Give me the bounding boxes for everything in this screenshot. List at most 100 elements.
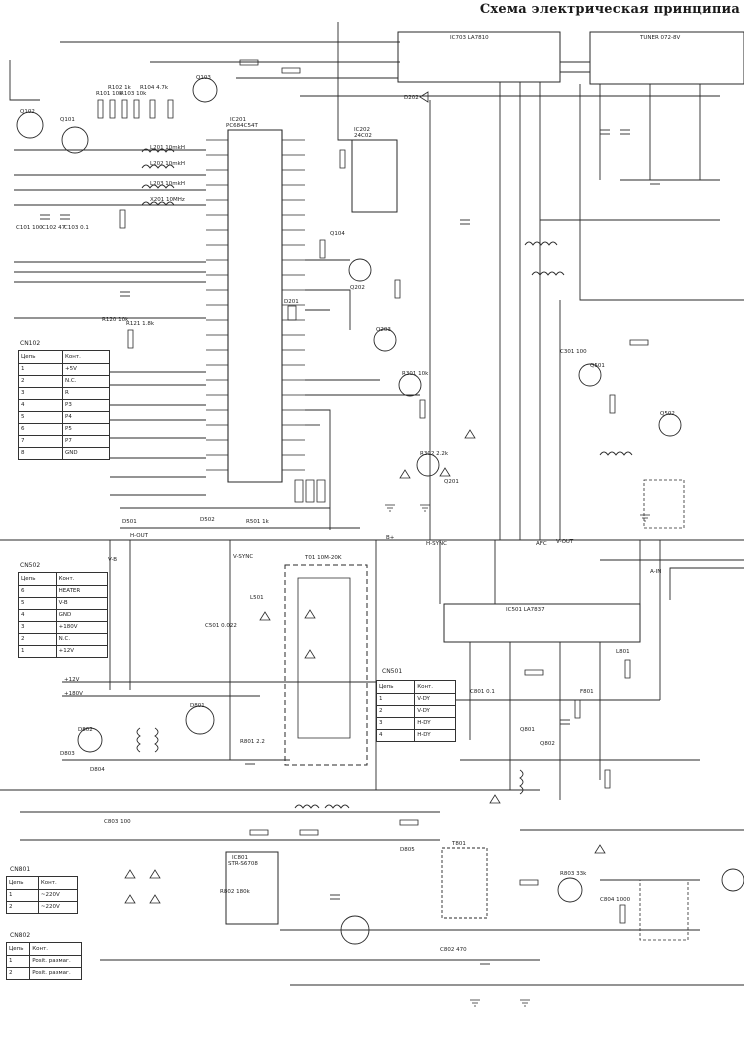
component-label: Q102 xyxy=(20,109,35,115)
cell: +12V xyxy=(55,645,109,658)
net-label-v-out: V-OUT xyxy=(556,539,574,545)
component-label: D803 xyxy=(60,751,75,757)
cell: 2 xyxy=(18,633,57,646)
cell: 7 xyxy=(18,435,63,448)
cell: P4 xyxy=(62,411,110,424)
component-label: X201 10MHz xyxy=(150,197,185,203)
table-row: 2~220V xyxy=(6,901,79,914)
component-label: C102 47 xyxy=(42,225,66,231)
cell: 2 xyxy=(375,705,416,718)
component-label: R801 2.2 xyxy=(240,739,265,745)
component-label: Q104 xyxy=(330,231,345,237)
cell: 4 xyxy=(18,399,63,412)
cell: GND xyxy=(62,447,110,460)
component-label: Q201 xyxy=(444,479,459,485)
cn502-header-net: Цепь xyxy=(18,572,57,586)
cell: HEATER xyxy=(55,585,109,598)
cn802-header-pin: Конт. xyxy=(29,942,82,956)
component-label: C803 100 xyxy=(104,819,131,825)
cn102-caption: CN102 xyxy=(20,340,41,347)
cell: 1 xyxy=(18,363,63,376)
component-label: C101 100 xyxy=(16,225,43,231)
cn801-caption: CN801 xyxy=(10,866,31,873)
cell: P3 xyxy=(62,399,110,412)
ic201-ref: IC201 xyxy=(230,117,246,123)
table-row: 1+12V xyxy=(18,645,109,658)
cell: 2 xyxy=(18,375,63,388)
table-row: 3+180V xyxy=(18,621,109,634)
component-label: D802 xyxy=(78,727,93,733)
cell: N.C. xyxy=(62,375,110,388)
cell: 1 xyxy=(6,889,39,902)
net-label-afc: AFC xyxy=(536,541,547,547)
component-label: R103 10k xyxy=(120,91,147,97)
net-label-v-sync: V-SYNC xyxy=(233,554,254,560)
cell: V-DY xyxy=(414,693,456,706)
cell: +5V xyxy=(62,363,110,376)
cell: 4 xyxy=(18,609,57,622)
cell: GND xyxy=(55,609,109,622)
fbt-label: T01 10M-20K xyxy=(305,555,342,561)
net-label-plus12: +12V xyxy=(64,677,80,683)
net-label-h-out: H-OUT xyxy=(130,533,148,539)
ic501-label: IC501 LA7837 xyxy=(506,607,545,613)
page-title: Схема электрическая принципиа xyxy=(479,2,740,17)
component-label: L501 xyxy=(250,595,264,601)
component-label: R102 1k xyxy=(108,85,131,91)
component-label: C301 100 xyxy=(560,349,587,355)
component-label: F801 xyxy=(580,689,594,695)
component-label: D801 xyxy=(190,703,205,709)
cell: H-DY xyxy=(414,717,456,730)
component-label: Q103 xyxy=(196,75,211,81)
table-row: 1+5V xyxy=(18,363,110,376)
net-label-b-plus: B+ xyxy=(386,535,395,541)
tuner-label: TUNER 072-8V xyxy=(640,35,681,41)
component-label: C801 0.1 xyxy=(470,689,495,695)
cell: H-DY xyxy=(414,729,456,742)
table-row: 1~220V xyxy=(6,889,79,902)
cell: 3 xyxy=(18,621,57,634)
component-label: R121 1.8k xyxy=(126,321,154,327)
net-label-plus180: +180V xyxy=(64,691,83,697)
cn802-caption: CN802 xyxy=(10,932,31,939)
cell: V-B xyxy=(55,597,109,610)
cn501-caption: CN501 xyxy=(382,668,403,675)
component-label: C804 1000 xyxy=(600,897,631,903)
cell: V-DY xyxy=(414,705,456,718)
cell: 1 xyxy=(18,645,57,658)
cell: 5 xyxy=(18,597,57,610)
component-label: R101 10k xyxy=(96,91,123,97)
component-label: R302 2.2k xyxy=(420,451,448,457)
cell: 4 xyxy=(375,729,416,742)
cell: +180V xyxy=(55,621,109,634)
net-label-vb: V-B xyxy=(108,557,118,563)
component-label: L203 10mkH xyxy=(150,181,185,187)
cell: 6 xyxy=(18,423,63,436)
component-label: L801 xyxy=(616,649,630,655)
cell: P7 xyxy=(62,435,110,448)
cell: 3 xyxy=(18,387,63,400)
cn501-header-pin: Конт. xyxy=(414,680,456,694)
component-label: R803 33k xyxy=(560,871,587,877)
cell: N.C. xyxy=(55,633,109,646)
ic201-part: PC684C54T xyxy=(226,123,258,129)
cell: ~220V xyxy=(37,901,79,914)
cn502-header-pin: Конт. xyxy=(55,572,109,586)
component-label: L201 10mkH xyxy=(150,145,185,151)
ic801-ref: IC801 xyxy=(232,855,248,861)
component-label: D804 xyxy=(90,767,105,773)
